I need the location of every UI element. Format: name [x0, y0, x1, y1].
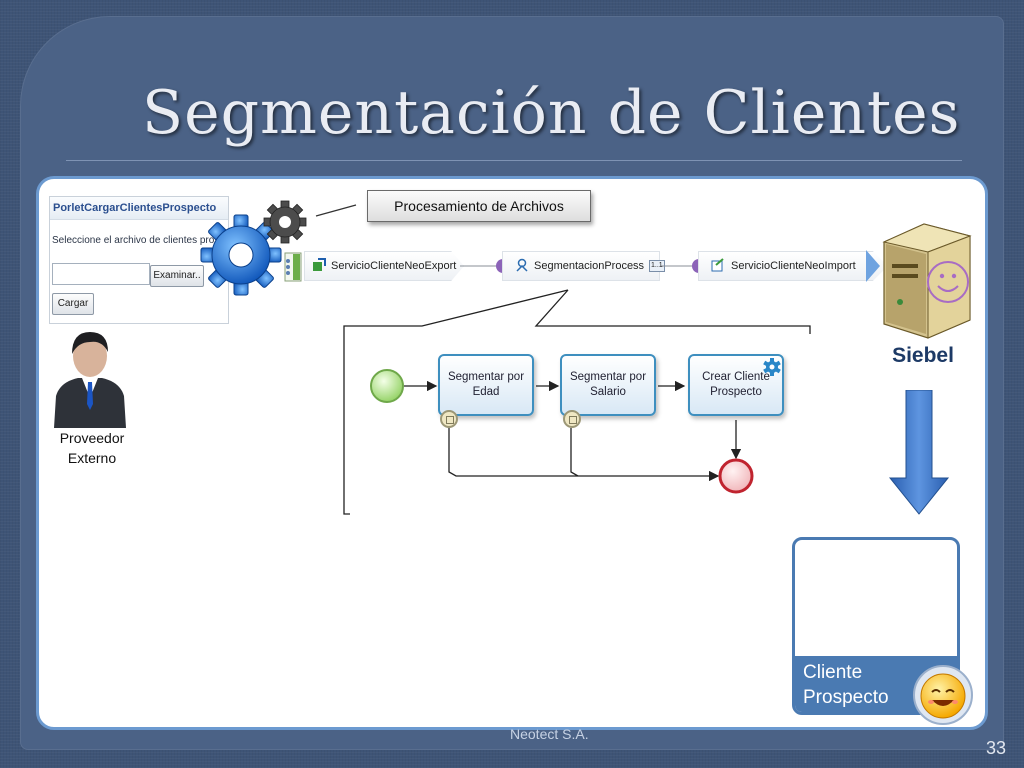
upload-button[interactable]: Cargar: [52, 293, 94, 315]
service-import-node: ServicioClienteNeoImport: [698, 251, 888, 281]
segmentation-process-node: SegmentacionProcess 1..1: [502, 251, 665, 281]
portlet-title: PorletCargarClientesProspecto: [50, 197, 228, 220]
export-to-process-wire: [460, 265, 500, 267]
prospect-client-label: Cliente Prospecto: [803, 662, 889, 708]
footer-company: Neotect S.A.: [510, 726, 589, 742]
title-divider: [66, 160, 962, 161]
upload-portlet: PorletCargarClientesProspecto Seleccione…: [49, 196, 247, 324]
import-icon: [711, 258, 724, 272]
file-path-input[interactable]: [52, 263, 150, 285]
process-icon: [516, 258, 528, 272]
blue-gear-icon: [200, 214, 282, 296]
portlet-instruction: Seleccione el archivo de clientes prospe…: [52, 235, 247, 246]
server-icon: [882, 223, 972, 339]
callout-pointer: [315, 204, 357, 217]
boundary-event-salario: [563, 410, 581, 428]
person-icon: [54, 332, 126, 428]
start-event: [370, 369, 404, 403]
browse-button[interactable]: Examinar..: [150, 265, 204, 287]
service-export-node: ServicioClienteNeoExport: [304, 251, 464, 281]
export-icon: [313, 258, 326, 271]
slide-title: Segmentación de Clientes: [142, 78, 961, 148]
end-event: [718, 458, 754, 494]
provider-label: Proveedor Externo: [59, 430, 125, 466]
service-export-label: ServicioClienteNeoExport: [331, 260, 457, 272]
boundary-event-edad: [440, 410, 458, 428]
service-import-label: ServicioClienteNeoImport: [731, 260, 856, 272]
siebel-label: Siebel: [892, 344, 954, 367]
segmentation-process-label: SegmentacionProcess: [534, 260, 645, 272]
gray-gear-icon: [263, 200, 307, 244]
service-task-gear-icon: [763, 358, 781, 376]
zoom-outline: [343, 289, 811, 515]
task-crear-cliente: Crear Cliente Prospecto: [688, 354, 784, 416]
import-arrow-head: [866, 250, 880, 282]
processing-callout: Procesamiento de Archivos: [367, 190, 591, 222]
task-segmentar-edad: Segmentar por Edad: [438, 354, 534, 416]
smiley-icon: [913, 665, 973, 725]
page-number: 33: [986, 738, 1007, 758]
task-segmentar-salario: Segmentar por Salario: [560, 354, 656, 416]
component-node-icon: [284, 252, 302, 282]
segmentation-flow: [370, 369, 754, 494]
down-arrow: [888, 390, 950, 515]
